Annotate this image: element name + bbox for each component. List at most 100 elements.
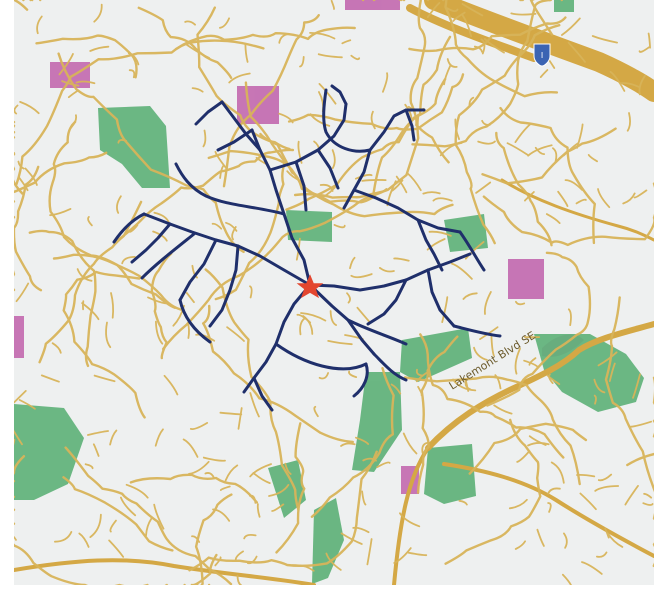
local-street [444, 418, 542, 565]
local-street [191, 535, 201, 543]
local-street [163, 374, 179, 396]
local-street [626, 376, 654, 467]
local-street [416, 335, 459, 494]
local-street [393, 257, 410, 262]
local-street [480, 38, 486, 55]
local-street [348, 370, 358, 378]
local-street [24, 167, 38, 186]
local-street [515, 300, 526, 306]
local-street [545, 213, 561, 224]
local-street [432, 197, 453, 202]
local-street [493, 404, 513, 415]
local-street [62, 476, 174, 552]
local-street [147, 296, 167, 305]
local-street [318, 83, 337, 105]
local-street [593, 378, 606, 394]
local-street [539, 69, 549, 78]
local-street [110, 292, 115, 319]
map-panel[interactable]: I Lakemont Blvd SE [14, 0, 654, 585]
local-street [350, 273, 373, 279]
local-street [128, 224, 139, 233]
network-line [274, 342, 368, 371]
local-street [591, 35, 618, 44]
local-street [52, 253, 185, 312]
local-street [259, 132, 376, 204]
local-street [89, 45, 110, 52]
local-street [14, 390, 27, 404]
local-street [461, 13, 472, 38]
local-street [127, 52, 140, 66]
local-street [57, 52, 245, 254]
local-street [514, 347, 521, 375]
local-street [536, 528, 545, 547]
local-street [54, 531, 73, 543]
local-street [473, 346, 488, 361]
local-street [548, 373, 554, 384]
park-area [98, 106, 170, 188]
local-street [268, 484, 290, 497]
local-street [557, 190, 569, 207]
local-street [93, 3, 103, 23]
local-street [426, 2, 441, 18]
local-street [14, 165, 43, 292]
local-street [422, 191, 441, 195]
local-street [404, 375, 581, 486]
local-street [236, 574, 243, 585]
local-street [643, 492, 653, 499]
local-street [361, 0, 559, 98]
network-line [294, 160, 308, 212]
network-line [178, 238, 218, 302]
local-street [189, 422, 209, 430]
local-street [567, 41, 586, 63]
local-street [399, 512, 421, 528]
local-street [182, 438, 199, 458]
local-street [249, 463, 272, 478]
local-street [49, 208, 72, 217]
local-street [609, 70, 626, 92]
network-line [458, 230, 486, 272]
local-street [477, 140, 496, 145]
local-street [443, 64, 452, 86]
local-street [404, 103, 413, 120]
local-street [116, 195, 122, 214]
local-street [81, 302, 100, 321]
network-line [352, 362, 369, 398]
local-street [249, 494, 257, 504]
local-street [109, 519, 117, 533]
local-street [352, 526, 370, 534]
local-street [419, 333, 565, 459]
network-lines [112, 84, 502, 412]
local-street [346, 292, 351, 304]
local-street [417, 385, 423, 396]
local-street [632, 373, 641, 399]
local-street [155, 320, 164, 345]
network-line [250, 128, 312, 287]
center-marker[interactable] [296, 274, 324, 299]
local-street [552, 147, 558, 163]
local-street [606, 531, 624, 548]
local-street [576, 474, 596, 478]
network-line [140, 232, 196, 280]
local-street [481, 119, 491, 126]
local-street [191, 264, 198, 279]
local-street [506, 142, 529, 156]
local-street [18, 399, 36, 410]
local-street [249, 285, 253, 299]
pink-area [508, 259, 544, 299]
local-street [356, 306, 371, 323]
local-street [252, 472, 271, 484]
local-street [547, 502, 552, 513]
map-canvas[interactable]: I Lakemont Blvd SE [14, 0, 654, 585]
local-street [275, 422, 306, 554]
network-line [416, 218, 444, 272]
local-street [291, 564, 315, 572]
local-street [186, 321, 190, 339]
network-line [174, 162, 286, 216]
local-street [519, 0, 563, 36]
local-street [567, 308, 572, 326]
local-street [237, 407, 243, 430]
park-area [554, 0, 574, 12]
local-street [581, 561, 603, 575]
local-street [441, 296, 449, 323]
